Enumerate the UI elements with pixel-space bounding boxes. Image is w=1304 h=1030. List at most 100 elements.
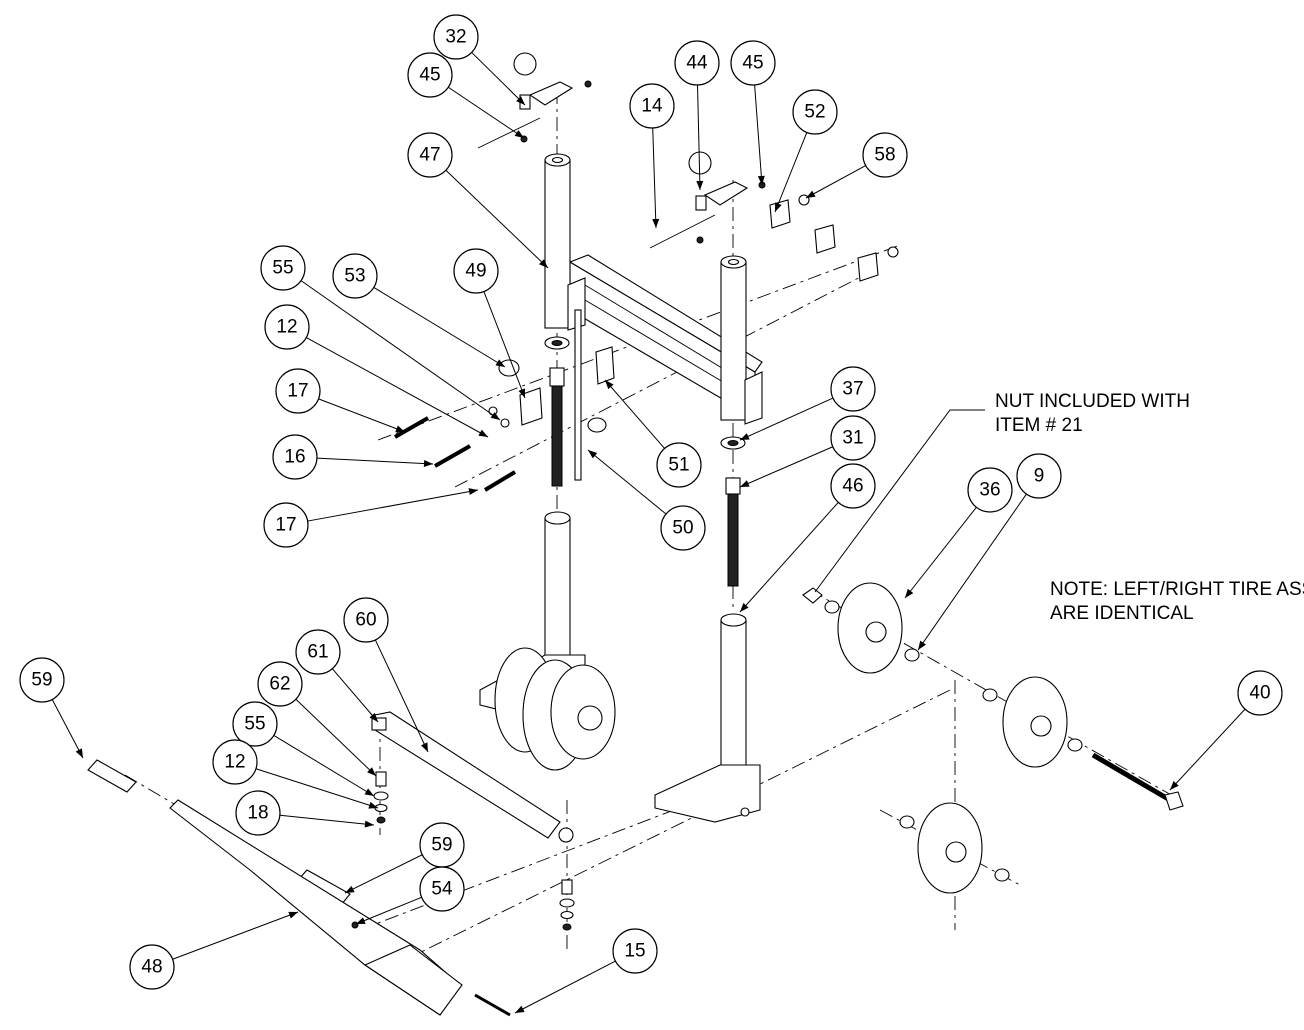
- balloon-number: 51: [668, 455, 689, 476]
- arrowhead-37-17: [740, 433, 750, 440]
- balloon-circle: [129, 944, 175, 990]
- balloon-44: 44: [674, 40, 720, 86]
- balloon-45: 45: [407, 52, 453, 98]
- balloon-circle: [830, 366, 876, 412]
- arrowhead-62-25: [367, 767, 376, 776]
- leader-31-18: [739, 446, 834, 488]
- arrowhead-46-19: [740, 602, 749, 612]
- top-handles: [477, 52, 766, 249]
- leader-55-27: [273, 734, 375, 797]
- balloon-number: 31: [842, 428, 863, 449]
- leader-36-20: [904, 506, 977, 599]
- balloon-number: 49: [465, 261, 486, 282]
- balloon-40: 40: [1237, 670, 1283, 716]
- nut-note: NUT INCLUDED WITH ITEM # 21: [995, 390, 1190, 438]
- balloon-number: 40: [1249, 683, 1270, 704]
- arrowhead-53-9: [495, 359, 505, 367]
- balloon-number: 12: [276, 317, 297, 338]
- balloon-circle: [419, 866, 465, 912]
- balloon-circle: [967, 467, 1013, 513]
- balloon-number: 55: [244, 714, 265, 735]
- balloon-circle: [674, 40, 720, 86]
- leader-32-0: [471, 52, 526, 106]
- balloon-12: 12: [264, 304, 310, 350]
- balloon-36: 36: [967, 467, 1013, 513]
- balloon-circle: [1237, 670, 1283, 716]
- balloon-number: 62: [269, 674, 290, 695]
- leader-17-14: [307, 489, 479, 522]
- arrowhead-59-30: [345, 885, 355, 893]
- arrowhead-49-10: [518, 388, 526, 398]
- balloon-circle: [263, 502, 309, 548]
- balloon-circle: [19, 657, 65, 703]
- balloon-62: 62: [257, 661, 303, 707]
- balloon-number: 61: [307, 642, 328, 663]
- balloon-circle: [1016, 453, 1062, 499]
- balloon-number: 50: [672, 518, 693, 539]
- balloon-60: 60: [343, 597, 389, 643]
- leader-61-24: [331, 668, 379, 723]
- balloon-32: 32: [433, 14, 479, 60]
- balloon-number: 44: [686, 53, 708, 74]
- balloon-circle: [332, 253, 378, 299]
- balloon-53: 53: [332, 253, 378, 299]
- nut-note-line-1: NUT INCLUDED WITH: [995, 391, 1190, 412]
- balloon-number: 17: [275, 515, 296, 536]
- leader-53-9: [373, 286, 506, 368]
- balloon-number: 18: [247, 803, 268, 824]
- arrowhead-15-33: [515, 1005, 525, 1013]
- balloon-48: 48: [129, 944, 175, 990]
- arrowhead-36-20: [905, 588, 914, 598]
- balloon-14: 14: [629, 83, 675, 129]
- arrowhead-12-28: [368, 801, 378, 809]
- nut-note-line-2: ITEM # 21: [995, 415, 1083, 436]
- balloon-number: 32: [445, 27, 466, 48]
- balloon-45: 45: [730, 40, 776, 86]
- balloon-52: 52: [792, 89, 838, 135]
- balloon-59: 59: [19, 657, 65, 703]
- arrowhead-9-21: [918, 640, 927, 650]
- leader-16-13: [316, 457, 434, 465]
- balloon-circle: [730, 40, 776, 86]
- balloon-circle: [862, 132, 908, 178]
- arrowhead-47-2: [539, 259, 548, 268]
- arrowhead-52-6: [775, 202, 782, 212]
- balloon-58: 58: [862, 132, 908, 178]
- tire-assemblies: [802, 582, 1184, 894]
- leader-45-1: [447, 86, 525, 139]
- balloon-circle: [235, 790, 281, 836]
- arrowhead-44-3: [696, 180, 704, 190]
- leader-9-21: [917, 493, 1027, 651]
- leader-15-33: [514, 960, 616, 1014]
- balloon-46: 46: [830, 463, 876, 509]
- balloon-55: 55: [232, 701, 278, 747]
- balloon-50: 50: [660, 505, 706, 551]
- leader-52-6: [774, 132, 808, 213]
- arrowhead-32-0: [516, 96, 525, 105]
- balloon-number: 60: [355, 610, 376, 631]
- balloon-number: 9: [1034, 466, 1045, 487]
- balloon-number: 15: [624, 941, 645, 962]
- balloon-circle: [830, 415, 876, 461]
- arrowhead-17-14: [468, 488, 478, 496]
- arrowhead-18-29: [364, 820, 374, 828]
- leader-59-26: [51, 699, 84, 759]
- balloon-54: 54: [419, 866, 465, 912]
- leader-37-17: [739, 397, 834, 441]
- balloon-circle: [407, 52, 453, 98]
- balloon-number: 37: [842, 379, 863, 400]
- leader-18-29: [279, 814, 375, 826]
- arrowhead-31-18: [740, 480, 750, 487]
- balloon-circle: [264, 304, 310, 350]
- nut-note-leader: [814, 409, 985, 593]
- leader-62-25: [295, 698, 377, 777]
- balloon-number: 59: [31, 670, 52, 691]
- balloon-number: 45: [419, 65, 440, 86]
- balloon-9: 9: [1016, 453, 1062, 499]
- balloon-17: 17: [275, 368, 321, 414]
- balloon-number: 36: [979, 480, 1000, 501]
- balloon-circle: [453, 248, 499, 294]
- leader-12-28: [255, 768, 379, 809]
- leader-14-5: [652, 127, 657, 229]
- balloon-55: 55: [260, 245, 306, 291]
